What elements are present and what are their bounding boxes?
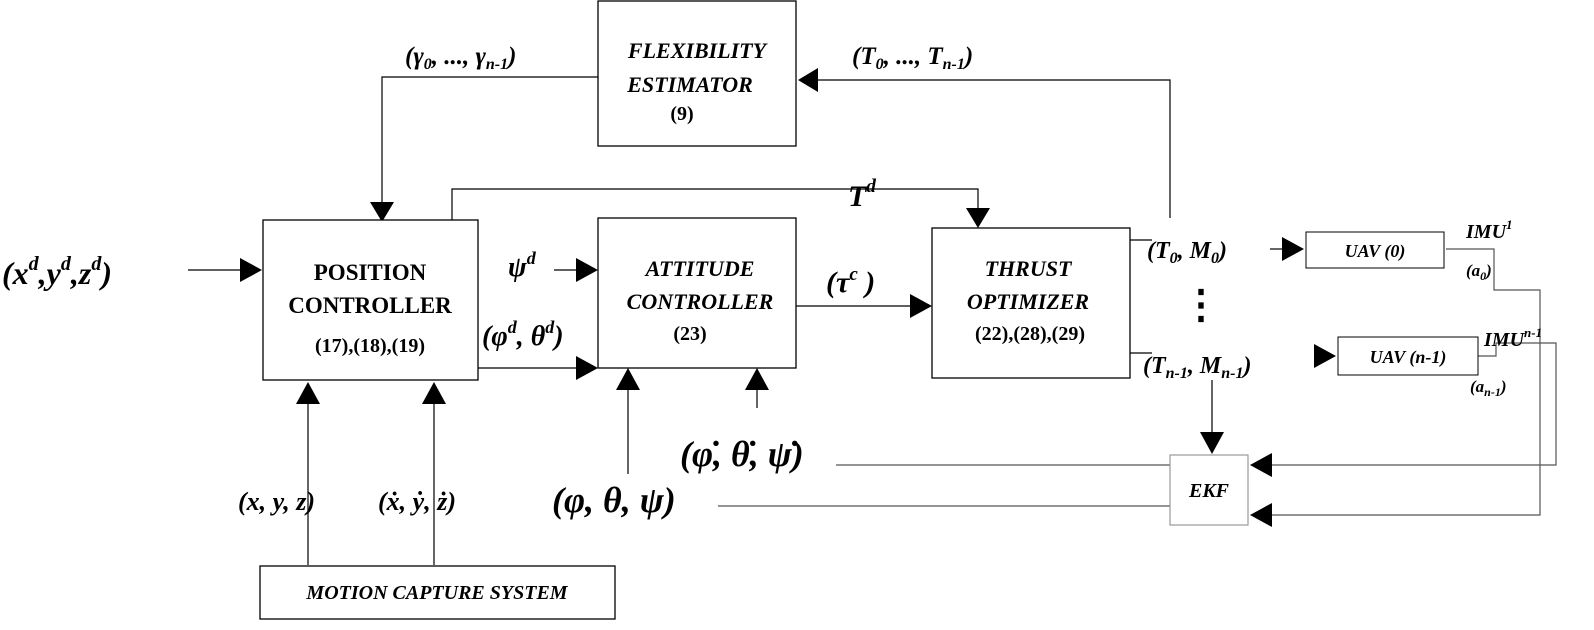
- velocity-label: (ẋ, ẏ, ż): [378, 487, 456, 516]
- thrust-optimizer-line1: THRUST: [985, 256, 1073, 281]
- arrow-tn-to-uavn1: [1314, 344, 1336, 368]
- arrow-into-ekf: [1200, 432, 1224, 454]
- uav-0-label: UAV (0): [1345, 241, 1406, 262]
- attitude-controller-line2: CONTROLLER: [627, 289, 774, 314]
- connection-lines: [188, 76, 1557, 565]
- uav-n1-block: UAV (n-1): [1337, 336, 1479, 376]
- line-gamma-feedback: [381, 76, 598, 204]
- t0-m0-label: (T0, M0): [1147, 238, 1227, 267]
- flexibility-estimator-block: FLEXIBILITY ESTIMATOR (9): [597, 0, 797, 147]
- t-d-label: Td: [848, 176, 876, 213]
- line-imu-1: [1272, 248, 1541, 516]
- line-td: [451, 188, 979, 220]
- arrow-angles-up: [616, 368, 640, 390]
- arrow-velocity-up: [422, 382, 446, 404]
- imu-n1-label: IMUn-1: [1483, 325, 1542, 351]
- arrow-into-position-controller-top: [370, 202, 394, 222]
- angular-rates-label: (φ̇, θ̇, ψ̇): [680, 434, 804, 474]
- uav-n1-label: UAV (n-1): [1370, 347, 1447, 368]
- psi-d-label: ψd: [508, 248, 537, 283]
- phi-theta-d-label: (φd, θd): [482, 317, 564, 352]
- gamma-label: (γ0, ..., γn-1): [405, 43, 516, 73]
- thrusts-label: (T0, ..., Tn-1): [852, 43, 973, 73]
- position-controller-line2: CONTROLLER: [288, 293, 452, 318]
- arrow-imu-n1-ekf: [1250, 453, 1272, 477]
- thrust-optimizer-eq: (22),(28),(29): [975, 323, 1085, 345]
- arrow-phi-theta-d: [576, 356, 598, 380]
- attitude-controller-line1: ATTITUDE: [644, 256, 755, 281]
- attitude-angles-label: (φ, θ, ψ): [552, 480, 676, 520]
- motion-capture-block: MOTION CAPTURE SYSTEM: [259, 565, 616, 620]
- position-controller-block: POSITION CONTROLLER (17),(18),(19): [262, 219, 479, 381]
- position-controller-line1: POSITION: [314, 260, 427, 285]
- a-n1-label: (an-1): [1470, 377, 1507, 399]
- arrow-imu-1-ekf: [1250, 503, 1272, 527]
- a-0-label: (a0): [1466, 261, 1492, 283]
- thrust-optimizer-line2: OPTIMIZER: [967, 289, 1089, 314]
- attitude-controller-eq: (23): [673, 323, 706, 345]
- ellipsis-dots: ⋮: [1181, 282, 1221, 327]
- line-thrust-feedback: [818, 79, 1171, 218]
- arrow-into-flexibility-estimator: [798, 68, 818, 92]
- flexibility-estimator-line2: ESTIMATOR: [626, 72, 753, 97]
- arrow-tau-c: [910, 294, 932, 318]
- desired-position-label: (xd,yd,zd): [2, 253, 112, 291]
- arrow-psi-d: [576, 258, 598, 282]
- position-label: (x, y, z): [238, 487, 315, 516]
- arrow-t0-to-uav0: [1282, 237, 1304, 261]
- tn-mn-label: (Tn-1, Mn-1): [1143, 353, 1251, 382]
- ekf-label: EKF: [1188, 480, 1230, 502]
- line-imu-n1: [1272, 342, 1557, 466]
- thrust-optimizer-block: THRUST OPTIMIZER (22),(28),(29): [931, 227, 1131, 379]
- motion-capture-label: MOTION CAPTURE SYSTEM: [305, 582, 568, 604]
- flexibility-estimator-eq: (9): [670, 103, 693, 125]
- imu-1-label: IMU1: [1465, 217, 1513, 243]
- ekf-block: EKF: [1169, 454, 1249, 526]
- arrowheads: [240, 68, 1336, 527]
- tau-c-label: (τc ): [826, 264, 875, 299]
- arrow-into-thrust-optimizer-top: [966, 208, 990, 228]
- position-controller-eq: (17),(18),(19): [315, 335, 425, 357]
- flexibility-estimator-line1: FLEXIBILITY: [627, 38, 769, 63]
- attitude-controller-block: ATTITUDE CONTROLLER (23): [597, 217, 797, 369]
- arrow-desired-pos: [240, 258, 262, 282]
- uav-0-block: UAV (0): [1305, 231, 1445, 269]
- arrow-rates-up: [745, 368, 769, 390]
- arrow-position-up: [296, 382, 320, 404]
